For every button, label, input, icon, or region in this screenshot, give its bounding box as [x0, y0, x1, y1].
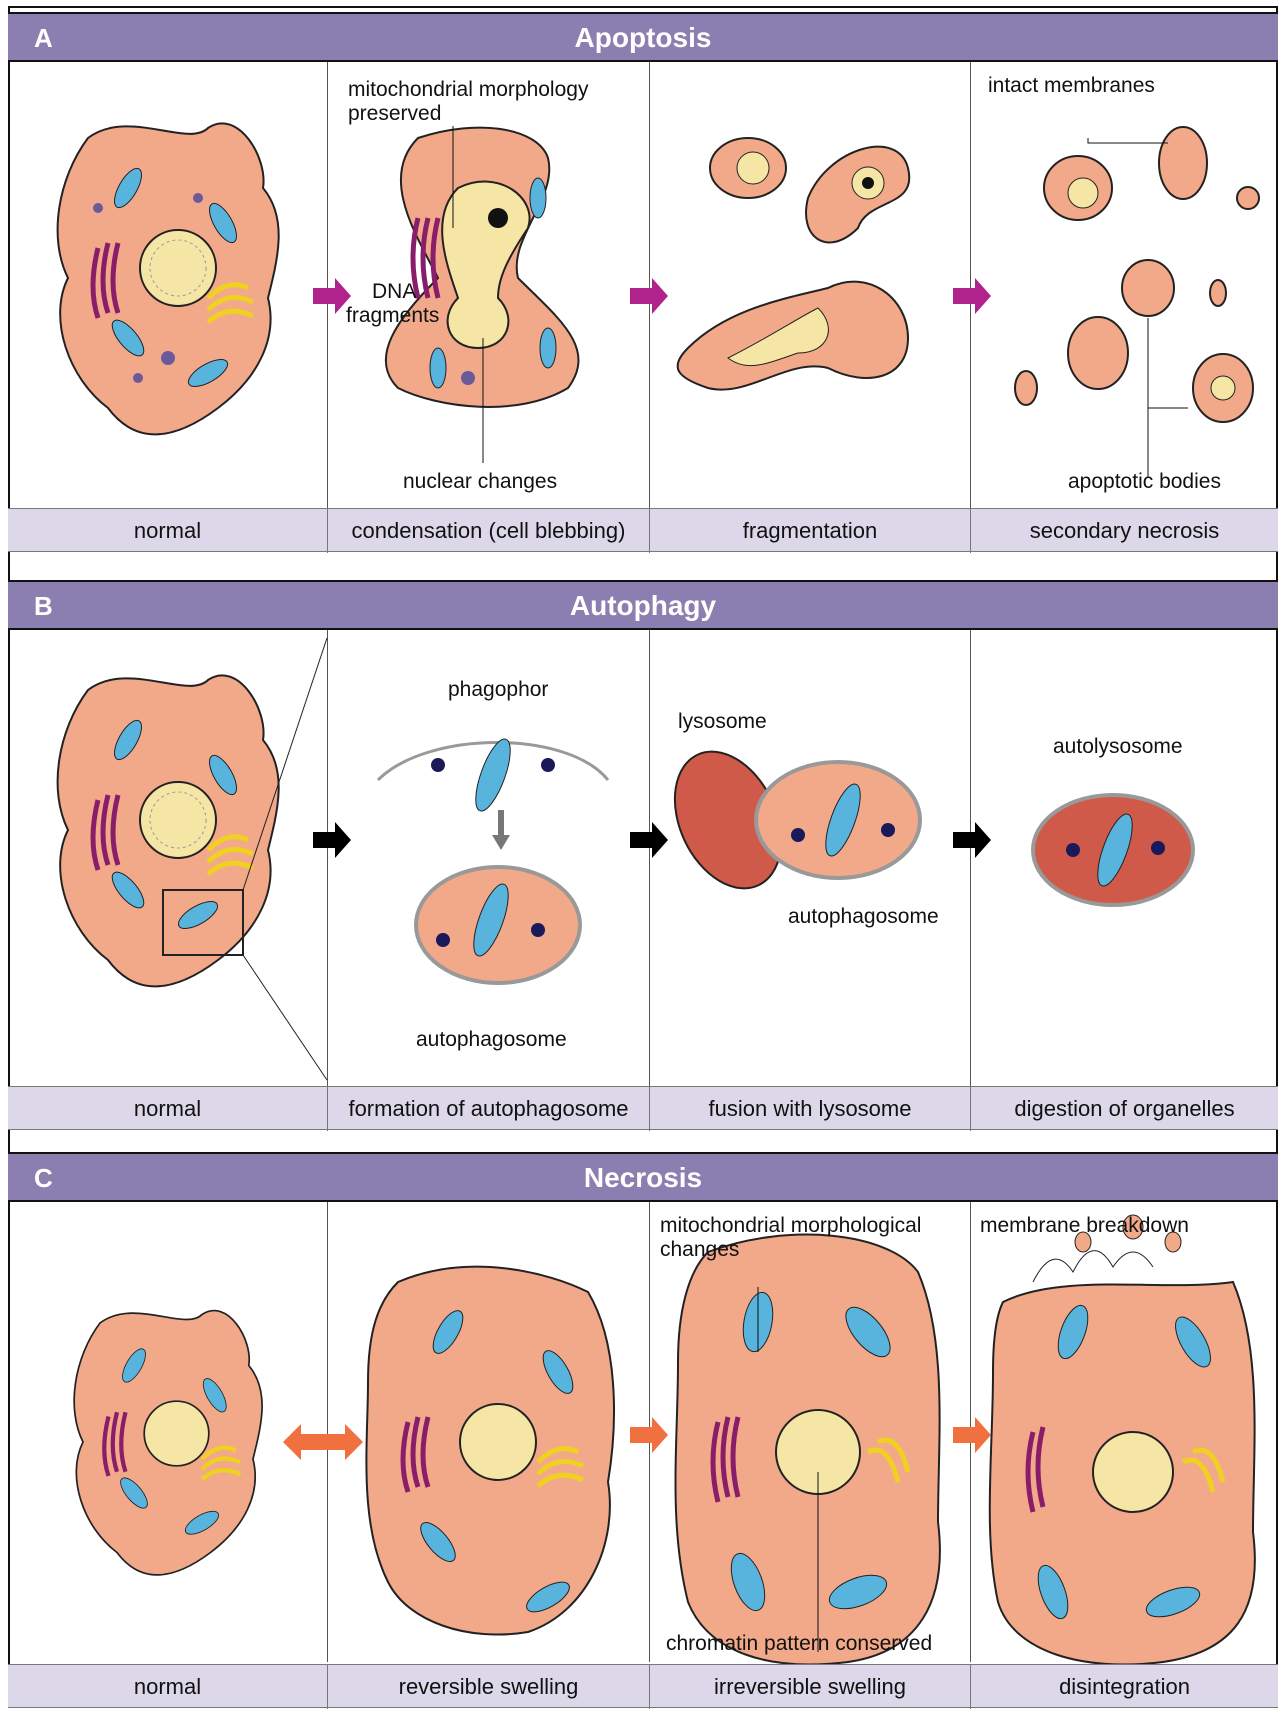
apoptotic-bodies: [1015, 127, 1259, 478]
autophagy-illustration: [8, 580, 1278, 1140]
arrow-icon: [953, 822, 991, 858]
label-mito-1: mitochondrial morphology: [348, 78, 588, 102]
caption-fragmentation: fragmentation: [649, 509, 970, 553]
label-intact: intact membranes: [988, 74, 1155, 98]
section-necrosis: C Necrosis: [8, 1152, 1278, 1710]
label-autolysosome: autolysosome: [1053, 735, 1183, 759]
arrow-icon: [313, 822, 351, 858]
section-apoptosis: A Apoptosis: [8, 8, 1278, 528]
caption-digestion: digestion of organelles: [970, 1087, 1278, 1131]
caption-formation: formation of autophagosome: [327, 1087, 649, 1131]
irreversibly-swollen-cell: [676, 1235, 940, 1665]
section-autophagy: B Autophagy: [8, 580, 1278, 1140]
label-chromatin: chromatin pattern conserved: [666, 1632, 932, 1656]
swollen-cell: [366, 1267, 614, 1635]
label-bodies: apoptotic bodies: [1068, 470, 1221, 494]
caption-row: normal condensation (cell blebbing) frag…: [8, 508, 1278, 552]
normal-cell: [58, 123, 279, 434]
disintegrating-cell: [990, 1215, 1255, 1665]
fragmented-cell: [678, 138, 910, 390]
caption-irreversible: irreversible swelling: [649, 1665, 970, 1709]
arrow-icon: [630, 1417, 668, 1453]
label-dna-1: DNA: [372, 280, 416, 304]
caption-condensation: condensation (cell blebbing): [327, 509, 649, 553]
label-lysosome: lysosome: [678, 710, 767, 734]
arrow-icon: [630, 822, 668, 858]
label-dna-2: fragments: [346, 304, 439, 328]
label-nuclear: nuclear changes: [403, 470, 557, 494]
label-autophagosome: autophagosome: [416, 1028, 567, 1052]
normal-cell: [58, 675, 279, 986]
condensing-cell: [386, 128, 579, 407]
caption-row: normal formation of autophagosome fusion…: [8, 1086, 1278, 1130]
label-mito-2: changes: [660, 1238, 739, 1262]
arrow-icon: [953, 278, 991, 314]
arrow-icon: [630, 278, 668, 314]
caption-row: normal reversible swelling irreversible …: [8, 1664, 1278, 1708]
label-membrane: membrane breakdown: [980, 1214, 1189, 1238]
caption-normal: normal: [8, 1087, 327, 1131]
arrow-icon: [953, 1417, 991, 1453]
double-arrow-icon: [283, 1424, 363, 1460]
caption-disintegration: disintegration: [970, 1665, 1278, 1709]
caption-secondary-necrosis: secondary necrosis: [970, 509, 1278, 553]
caption-reversible: reversible swelling: [327, 1665, 649, 1709]
label-phagophor: phagophor: [448, 678, 548, 702]
caption-normal: normal: [8, 1665, 327, 1709]
label-autophagosome: autophagosome: [788, 905, 939, 929]
normal-cell: [74, 1311, 262, 1575]
caption-normal: normal: [8, 509, 327, 553]
label-mito-2: preserved: [348, 102, 441, 126]
label-mito-1: mitochondrial morphological: [660, 1214, 921, 1238]
caption-fusion: fusion with lysosome: [649, 1087, 970, 1131]
